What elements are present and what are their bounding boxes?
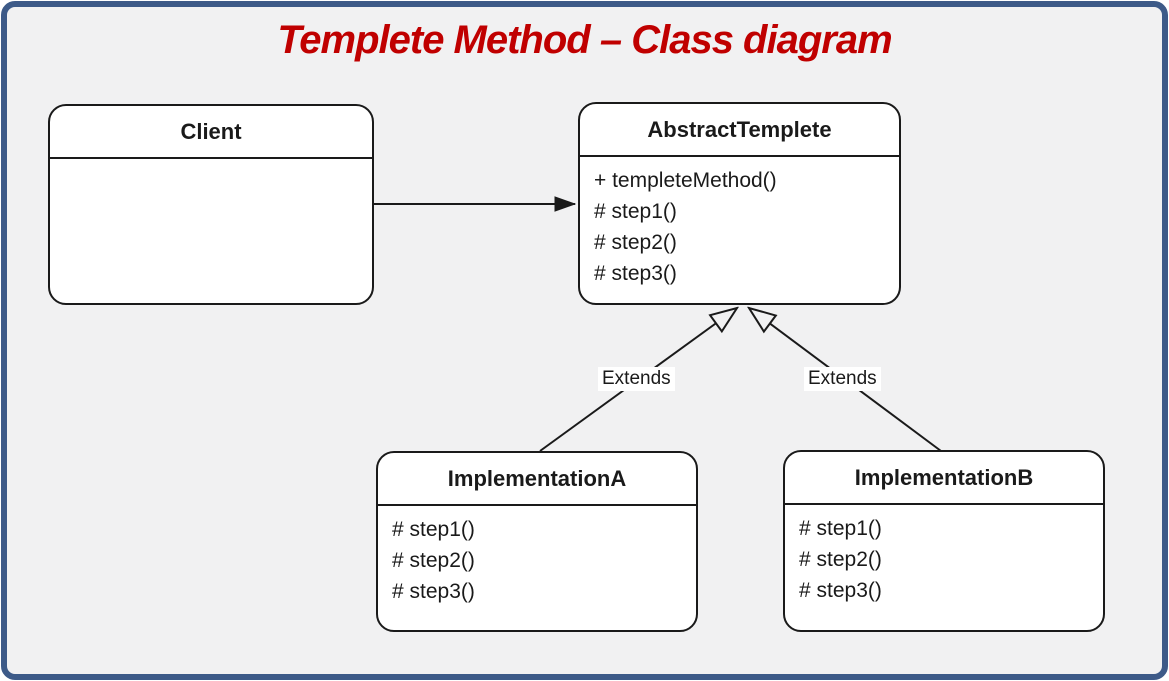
method-line: # step3() [594, 262, 677, 285]
class-name-abstract-templete: AbstractTemplete [580, 104, 899, 157]
method-line: # step2() [594, 231, 677, 254]
edge-label-extends-right: Extends [804, 367, 881, 391]
class-body-implementation-a: # step1() # step2() # step3() [378, 506, 696, 615]
class-name-implementation-a: ImplementationA [378, 453, 696, 506]
method-line: # step3() [799, 579, 882, 602]
class-box-implementation-a: ImplementationA # step1() # step2() # st… [376, 451, 698, 632]
class-box-client: Client [48, 104, 374, 305]
edge-label-extends-left: Extends [598, 367, 675, 391]
method-line: # step3() [392, 580, 475, 603]
class-body-abstract-templete: + templeteMethod() # step1() # step2() #… [580, 157, 899, 297]
diagram-title: Templete Method – Class diagram [277, 18, 892, 62]
method-line: # step1() [799, 517, 882, 540]
class-name-client: Client [50, 106, 372, 159]
class-box-abstract-templete: AbstractTemplete + templeteMethod() # st… [578, 102, 901, 305]
method-line: + templeteMethod() [594, 169, 777, 192]
class-box-implementation-b: ImplementationB # step1() # step2() # st… [783, 450, 1105, 632]
class-body-implementation-b: # step1() # step2() # step3() [785, 505, 1103, 614]
method-line: # step2() [799, 548, 882, 571]
method-line: # step2() [392, 549, 475, 572]
class-name-implementation-b: ImplementationB [785, 452, 1103, 505]
method-line: # step1() [594, 200, 677, 223]
method-line: # step1() [392, 518, 475, 541]
class-body-client [50, 159, 372, 175]
